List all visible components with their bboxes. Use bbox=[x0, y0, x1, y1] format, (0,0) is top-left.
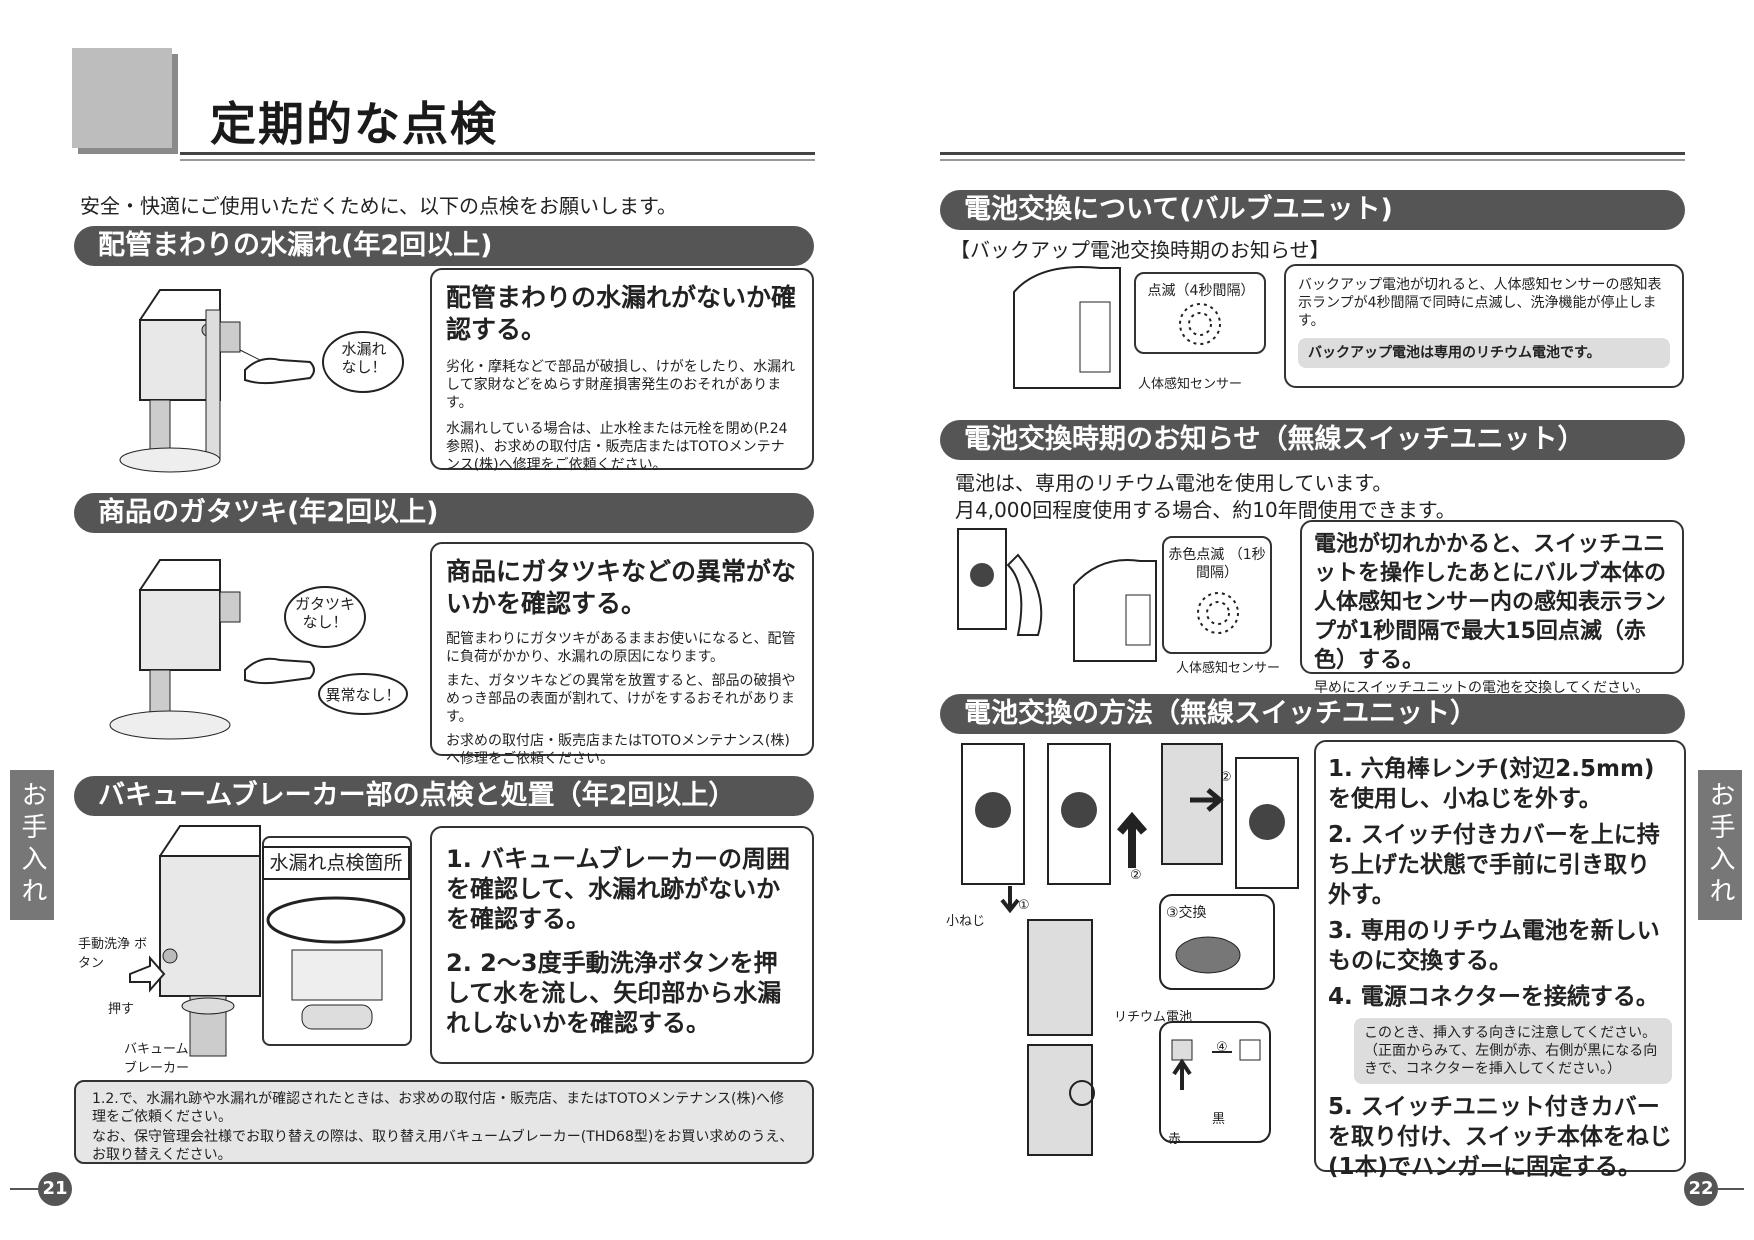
footnote-line-2: なお、保守管理会社様でお取り替えの際は、取り替え用バキュームブレーカー(THD6… bbox=[92, 1129, 794, 1163]
label-small-screw: 小ねじ bbox=[946, 914, 986, 929]
section-heading-wobble: 商品のガタツキ(年2回以上) bbox=[74, 493, 814, 533]
vacuum-breaker-illustration bbox=[129, 825, 261, 1057]
battery-warning-note: 早めにスイッチユニットの電池を交換してください。 bbox=[1314, 680, 1650, 696]
wobble-text-2: また、ガタツキなどの異常を放置すると、部品の破損やめっき部品の表面が割れて、けが… bbox=[446, 673, 796, 725]
label-step-1-marker: ① bbox=[1018, 898, 1030, 913]
battery-warning-box: 電池が切れかかると、スイッチユニットを操作したあとにバルブ本体の人体感知センサー… bbox=[1300, 520, 1684, 696]
sensor-label-valve: 人体感知センサー bbox=[1138, 377, 1243, 392]
bubble-no-leak: 水漏れ なし！ bbox=[341, 340, 387, 376]
pointing-hand-icon bbox=[244, 657, 315, 685]
speech-bubble-icon bbox=[322, 331, 404, 393]
side-tab-care-right[interactable]: お手入れ bbox=[1698, 770, 1742, 920]
section-heading-battery-switch: 電池交換時期のお知らせ（無線スイッチユニット） bbox=[940, 420, 1685, 460]
switch-unit-hand-illustration bbox=[957, 528, 1043, 636]
method-step-5: 5. スイッチユニット付きカバーを取り付け、スイッチ本体をねじ(1本)でハンガー… bbox=[1328, 1094, 1672, 1180]
bubble-no-abnormal: 異常なし！ bbox=[325, 686, 401, 704]
pipe-leak-text-1: 劣化・摩耗などで部品が破損し、けがをしたり、水漏れして家財などをぬらす財産損害発… bbox=[446, 359, 796, 411]
footnote-box: 1.2.で、水漏れ跡や水漏れが確認されたときは、お求めの取付店・販売店、またはT… bbox=[74, 1080, 814, 1164]
right-top-rule bbox=[940, 152, 1685, 155]
battery-replacement-illustration bbox=[961, 743, 1299, 1156]
wobble-text-1: 配管まわりにガタツキがあるままお使いになると、配管に負荷がかかり、水漏れの原因に… bbox=[446, 631, 796, 665]
wobble-box: 商品にガタツキなどの異常がないかを確認する。 配管まわりにガタツキがあるままお使… bbox=[430, 542, 814, 767]
method-step-3: 3. 専用のリチウム電池を新しいものに交換する。 bbox=[1328, 918, 1660, 974]
vacuum-step-2: 2. 2～3度手動洗浄ボタンを押して水を流し、矢印部から水漏れしないかを確認する… bbox=[446, 949, 782, 1037]
pipe-leak-box: 配管まわりの水漏れがないか確認する。 劣化・摩耗などで部品が破損し、けがをしたり… bbox=[430, 268, 814, 473]
leak-check-callout: 水漏れ点検箇所 bbox=[262, 846, 410, 880]
valve-unit-illustration-2 bbox=[1073, 559, 1157, 662]
label-step-2-marker-b: ② bbox=[1220, 770, 1232, 785]
side-tab-care-left[interactable]: お手入れ bbox=[10, 770, 54, 920]
intro-text: 安全・快適にご使用いただくために、以下の点検をお願いします。 bbox=[80, 194, 677, 218]
method-step-1: 1. 六角棒レンチ(対辺2.5mm)を使用し、小ねじを外す。 bbox=[1328, 756, 1655, 812]
title-rule bbox=[180, 152, 815, 155]
backup-battery-box: バックアップ電池が切れると、人体感知センサーの感知表示ランプが4秒間隔で同時に点… bbox=[1284, 264, 1684, 388]
method-step-4: 4. 電源コネクターを接続する。 bbox=[1328, 984, 1659, 1010]
wobble-box-heading: 商品にガタツキなどの異常がないかを確認する。 bbox=[446, 557, 797, 618]
blink-4s-label: 点滅（4秒間隔） bbox=[1147, 283, 1255, 299]
red-blink-callout bbox=[1162, 536, 1272, 654]
section-heading-battery-valve: 電池交換について(バルブユニット) bbox=[940, 190, 1685, 230]
page-title: 定期的な点検 bbox=[210, 97, 498, 151]
battery-info-line-2: 月4,000回程度使用する場合、約10年間使用できます。 bbox=[955, 498, 1456, 522]
section-heading-battery-method: 電池交換の方法（無線スイッチユニット） bbox=[940, 694, 1685, 734]
section-heading-vacuum-breaker: バキュームブレーカー部の点検と処置（年2回以上） bbox=[74, 776, 814, 816]
battery-method-steps-box: 1. 六角棒レンチ(対辺2.5mm)を使用し、小ねじを外す。 2. スイッチ付き… bbox=[1314, 740, 1686, 1180]
label-black-wire: 黒 bbox=[1212, 1112, 1226, 1127]
title-rule-thin bbox=[180, 159, 815, 161]
valve-unit-illustration bbox=[1013, 266, 1121, 389]
right-top-rule-thin bbox=[940, 159, 1685, 161]
blinking-lamp-icon bbox=[1197, 592, 1239, 634]
vacuum-breaker-box: 1. バキュームブレーカーの周囲を確認して、水漏れ跡がないかを確認する。 2. … bbox=[430, 826, 814, 1064]
red-blink-label: 赤色点滅 （1秒間隔） bbox=[1168, 547, 1266, 581]
label-vacuum-breaker: バキューム ブレーカー bbox=[124, 1042, 190, 1076]
label-step-4-marker: ④ bbox=[1216, 1040, 1228, 1055]
backup-battery-note: バックアップ電池は専用のリチウム電池です。 bbox=[1298, 338, 1670, 368]
bubble-no-wobble: ガタツキ なし！ bbox=[294, 595, 355, 631]
method-step-2: 2. スイッチ付きカバーを上に持ち上げた状態で手前に引き取り外す。 bbox=[1328, 822, 1660, 908]
battery-warning-heading: 電池が切れかかると、スイッチユニットを操作したあとにバルブ本体の人体感知センサー… bbox=[1314, 532, 1667, 673]
speech-bubble-icon bbox=[318, 673, 408, 715]
label-push: 押す bbox=[108, 1002, 135, 1017]
section-heading-pipe-leak: 配管まわりの水漏れ(年2回以上) bbox=[74, 226, 814, 266]
label-manual-flush-button: 手動洗浄 ボタン bbox=[78, 937, 148, 971]
page-number-rule bbox=[10, 1188, 40, 1190]
title-block-decoration bbox=[72, 48, 172, 148]
wobble-text-3: お求めの取付店・販売店またはTOTOメンテナンス(株)へ修理をご依頼ください。 bbox=[446, 733, 790, 767]
page-number-rule bbox=[1714, 1188, 1744, 1190]
page-number-right: 22 bbox=[1684, 1172, 1718, 1206]
pipe-leak-box-heading: 配管まわりの水漏れがないか確認する。 bbox=[446, 283, 797, 344]
blinking-lamp-icon bbox=[1179, 303, 1221, 345]
page-number-left: 21 bbox=[38, 1172, 72, 1206]
battery-notice-subheading: 【バックアップ電池交換時期のお知らせ】 bbox=[950, 238, 1330, 262]
label-lithium-battery: リチウム電池 bbox=[1114, 1010, 1193, 1025]
vacuum-step-1: 1. バキュームブレーカーの周囲を確認して、水漏れ跡がないかを確認する。 bbox=[446, 845, 791, 933]
label-step-3-replace: ③交換 bbox=[1166, 905, 1207, 921]
wobble-illustration bbox=[109, 559, 241, 740]
leak-check-detail-icon bbox=[266, 896, 406, 1030]
battery-info-line-1: 電池は、専用のリチウム電池を使用しています。 bbox=[955, 471, 1393, 495]
backup-battery-text: バックアップ電池が切れると、人体感知センサーの感知表示ランプが4秒間隔で同時に点… bbox=[1298, 277, 1662, 329]
label-step-2-marker-a: ② bbox=[1130, 868, 1142, 883]
pipe-leak-text-2: 水漏れしている場合は、止水栓または元栓を閉め(P.24参照)、お求めの取付店・販… bbox=[446, 421, 788, 473]
footnote-line-1: 1.2.で、水漏れ跡や水漏れが確認されたときは、お求めの取付店・販売店、またはT… bbox=[92, 1091, 784, 1125]
label-red-wire: 赤 bbox=[1168, 1132, 1182, 1147]
speech-bubble-icon bbox=[284, 586, 366, 648]
method-step-4-note: このとき、挿入する向きに注意してください。（正面からみて、左側が赤、右側が黒にな… bbox=[1354, 1018, 1672, 1084]
sensor-label-switch: 人体感知センサー bbox=[1176, 661, 1281, 676]
blink-callout bbox=[1134, 272, 1266, 354]
pointing-hand-icon bbox=[244, 357, 315, 385]
